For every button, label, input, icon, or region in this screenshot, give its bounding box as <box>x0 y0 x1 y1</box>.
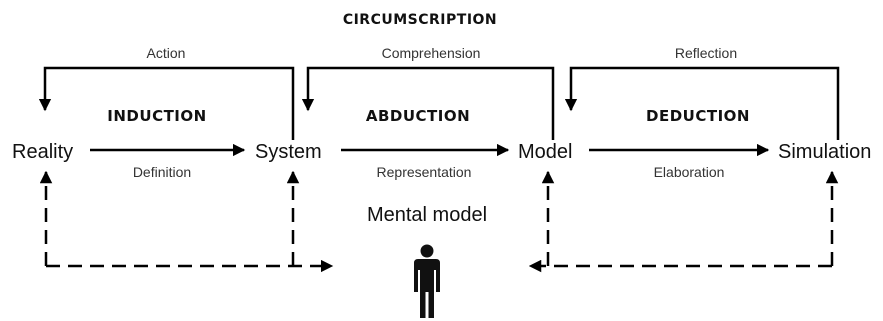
induction-phase-label: INDUCTION <box>107 107 206 125</box>
comprehension-label: Comprehension <box>382 45 481 61</box>
representation-label: Representation <box>377 164 472 180</box>
deduction-phase-label: DEDUCTION <box>646 107 750 125</box>
definition-label: Definition <box>133 164 191 180</box>
node-simulation: Simulation <box>778 141 871 163</box>
node-model: Model <box>518 141 572 163</box>
action-label: Action <box>147 45 186 61</box>
node-reality: Reality <box>12 141 73 163</box>
elaboration-label: Elaboration <box>654 164 725 180</box>
person-icon <box>414 244 440 318</box>
comprehension-feedback-arrow <box>301 66 555 140</box>
reflection-feedback-arrow <box>564 66 840 140</box>
diagram-title: CIRCUMSCRIPTION <box>343 12 497 28</box>
mental-model-label: Mental model <box>367 204 487 226</box>
action-feedback-arrow <box>38 66 295 140</box>
reflection-label: Reflection <box>675 45 737 61</box>
node-system: System <box>255 141 322 163</box>
abduction-phase-label: ABDUCTION <box>366 107 470 125</box>
